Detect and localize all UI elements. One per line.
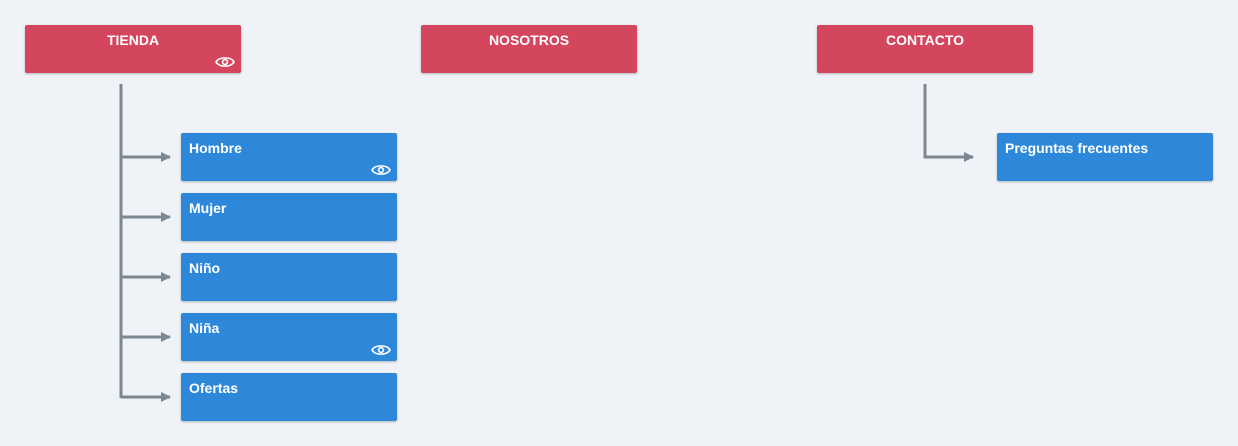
node-contacto[interactable]: CONTACTO	[817, 25, 1033, 73]
node-ofertas[interactable]: Ofertas	[181, 373, 397, 421]
node-hombre-label: Hombre	[189, 140, 242, 156]
node-tienda[interactable]: TIENDA	[25, 25, 241, 73]
connector-preguntas	[923, 84, 974, 162]
eye-icon[interactable]	[371, 343, 391, 357]
node-nosotros-label: NOSOTROS	[488, 32, 570, 48]
node-nino[interactable]: Niño	[181, 253, 397, 301]
node-nino-label: Niño	[189, 260, 221, 276]
node-tienda-label: TIENDA	[106, 32, 160, 48]
eye-icon[interactable]	[371, 163, 391, 177]
node-preguntas-frecuentes-label: Preguntas frecuentes	[1005, 140, 1149, 156]
eye-icon[interactable]	[215, 55, 235, 69]
node-mujer-label: Mujer	[189, 200, 227, 216]
node-nosotros[interactable]: NOSOTROS	[421, 25, 637, 73]
node-hombre[interactable]: Hombre	[181, 133, 397, 181]
node-nina[interactable]: Niña	[181, 313, 397, 361]
node-mujer[interactable]: Mujer	[181, 193, 397, 241]
node-preguntas-frecuentes[interactable]: Preguntas frecuentes	[997, 133, 1213, 181]
node-ofertas-label: Ofertas	[189, 380, 239, 396]
node-nina-label: Niña	[189, 320, 220, 336]
node-contacto-label: CONTACTO	[885, 32, 965, 48]
